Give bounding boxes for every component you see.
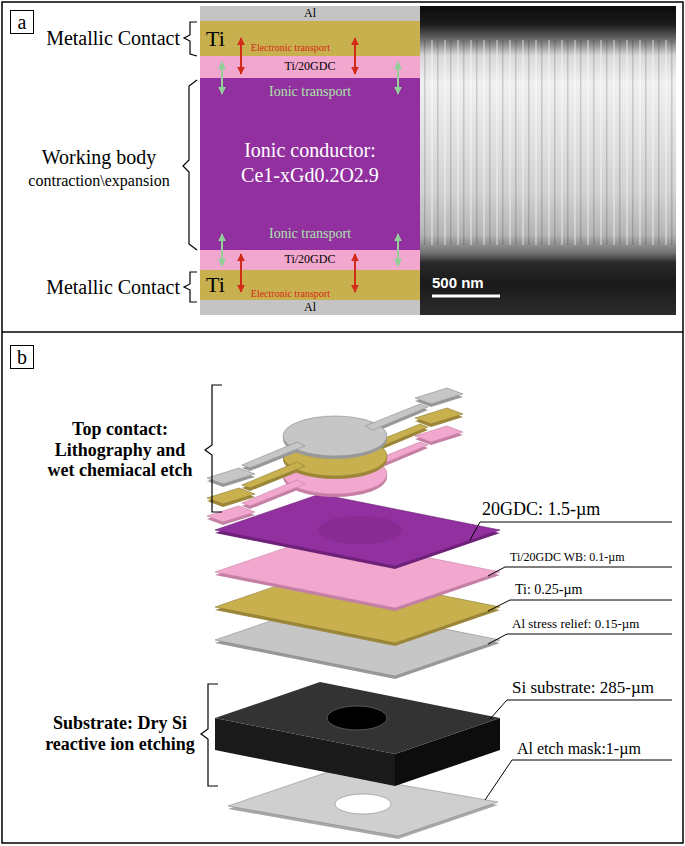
part-label: Metallic Contact <box>20 276 180 299</box>
node-text: b <box>17 346 27 369</box>
panel-label: a <box>10 10 34 34</box>
electrode-imprint <box>318 516 402 544</box>
node-text: Ionic transport <box>269 226 351 242</box>
layer-dimension: Al etch mask:1-µm <box>517 740 672 758</box>
leader-line <box>470 522 672 540</box>
node-text: Ti <box>206 26 225 51</box>
electronic-transport-arrow <box>240 38 242 74</box>
etch-mask-opening <box>335 794 391 814</box>
node-text: Electronic transport <box>251 288 330 300</box>
layer-dimension: Al stress relief: 0.15-µm <box>512 617 672 632</box>
layer-dimension: 20GDC: 1.5-µm <box>482 499 672 520</box>
node-text: Ionic transport <box>269 84 351 100</box>
part-note: contraction\expansion <box>15 172 183 190</box>
part-label: Metallic Contact <box>20 27 180 50</box>
part-note: contraction\expansion <box>15 172 183 190</box>
process-note: Top contact: Lithography and wet chemiac… <box>40 419 200 481</box>
electronic-transport-arrow <box>354 254 356 292</box>
substrate-cavity <box>327 706 387 730</box>
aluminum-layer: Al <box>200 300 420 315</box>
node-text: Al <box>304 7 316 21</box>
node-text: a <box>18 11 27 34</box>
layer-dimension: Ti: 0.25-µm <box>515 582 672 598</box>
leader-line <box>488 600 672 611</box>
ionic-transport-arrow <box>221 62 223 94</box>
columnar-grains <box>420 40 676 245</box>
process-note: Top contact: Lithography and wet chemiac… <box>40 419 200 481</box>
leader-line <box>488 567 672 576</box>
bracket <box>184 272 197 302</box>
scale-bar-label: 500 nm <box>432 274 522 291</box>
bracket <box>184 22 197 56</box>
titanium-layer: TiElectronic transport <box>200 21 420 56</box>
ionic-transport-arrow <box>221 234 223 266</box>
aluminum-layer: Al <box>200 6 420 21</box>
panel-label: b <box>10 345 34 369</box>
part-label: Working body <box>15 146 183 169</box>
part-label: Working body <box>15 146 183 169</box>
ionic-transport-arrow <box>397 62 399 94</box>
layer-dimension: Al stress relief: 0.15-µm <box>512 617 672 632</box>
scale-bar <box>432 295 500 298</box>
titanium-band <box>200 270 420 300</box>
ionic-conductor-layer: Ionic transportIonic conductor: Ce1-xGd0… <box>200 78 420 250</box>
leader-line <box>490 700 672 719</box>
aluminum-band <box>200 6 420 21</box>
layer-dimension: Si substrate: 285-µm <box>512 678 672 698</box>
leader-line <box>485 760 672 800</box>
interlayer-band <box>200 56 420 78</box>
contact-aluminum-layer <box>207 388 463 484</box>
titanium-layer: TiElectronic transport <box>200 270 420 300</box>
electronic-transport-arrow <box>240 254 242 292</box>
substrate-top-face <box>215 682 500 754</box>
part-label: Metallic Contact <box>20 27 180 50</box>
etch-mask-layer <box>228 772 498 836</box>
aluminum-band <box>200 300 420 315</box>
scale-bar-label: 500 nm <box>432 274 522 291</box>
electronic-transport-arrow <box>354 38 356 74</box>
layer-dimension: Al etch mask:1-µm <box>517 740 672 758</box>
process-note: Substrate: Dry Si reactive ion etching <box>40 713 200 754</box>
node-text: Ti <box>206 272 225 297</box>
node-text: Ti/20GDC <box>285 253 336 267</box>
node-text: Electronic transport <box>251 42 330 54</box>
ionic-transport-arrow <box>397 234 399 266</box>
interlayer-band: Ti/20GDC <box>200 56 420 78</box>
node-text: Ionic conductor: Ce1-xGd0.2O2.9 <box>223 138 398 188</box>
interlayer-band: Ti/20GDC <box>200 250 420 270</box>
layer-dimension: Ti/20GDC WB: 0.1-µm <box>510 551 672 565</box>
layer-dimension: Si substrate: 285-µm <box>512 678 672 698</box>
node-text: Al <box>304 301 316 315</box>
interlayer-band <box>200 250 420 270</box>
bracket <box>183 80 197 250</box>
layer-dimension: Ti: 0.25-µm <box>515 582 672 598</box>
bracket <box>205 385 222 512</box>
layer-dimension: 20GDC: 1.5-µm <box>482 499 672 520</box>
panel-divider <box>2 331 683 333</box>
bracket <box>201 684 218 786</box>
titanium-band <box>200 21 420 56</box>
sem-micrograph <box>420 6 676 315</box>
process-note: Substrate: Dry Si reactive ion etching <box>40 713 200 754</box>
node-text: Ti/20GDC <box>285 60 336 74</box>
ionic-conductor-band <box>200 78 420 250</box>
part-label: Metallic Contact <box>20 276 180 299</box>
leader-line <box>488 634 672 644</box>
layer-dimension: Ti/20GDC WB: 0.1-µm <box>510 551 672 565</box>
